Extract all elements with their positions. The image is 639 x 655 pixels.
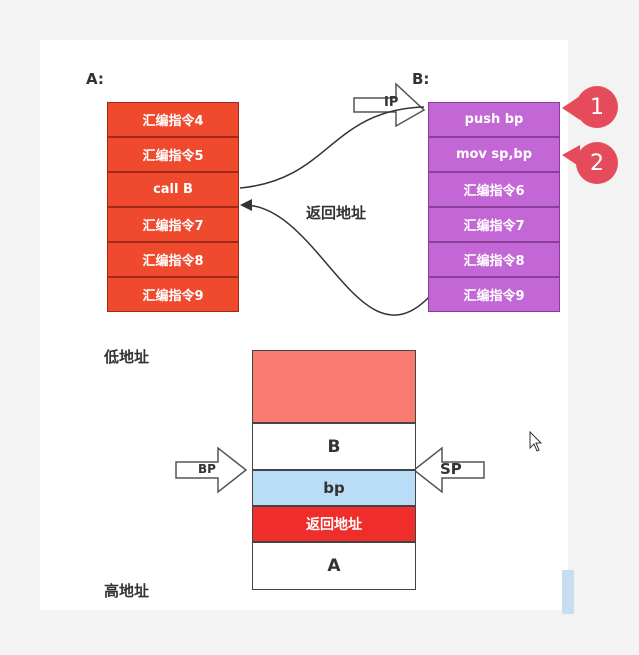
list-a-item-4: 汇编指令7 (107, 207, 239, 242)
bp-arrow-shape (175, 446, 248, 494)
corner-sliver (562, 570, 574, 614)
badge-2: 2 (576, 142, 618, 184)
high-address-label: 高地址 (104, 582, 150, 600)
badge-1: 1 (576, 86, 618, 128)
sp-arrow-shape (412, 446, 485, 494)
return-curve (243, 204, 431, 316)
stack-cell-return: 返回地址 (252, 506, 416, 542)
list-a-item-5: 汇编指令8 (107, 242, 239, 277)
list-a-item-1: 汇编指令4 (107, 102, 239, 137)
stack-cell-a: A (252, 542, 416, 590)
label-b: B: (412, 70, 430, 88)
bp-pointer-label: BP (198, 462, 216, 476)
return-address-label: 返回地址 (306, 204, 367, 222)
list-b-item-5: 汇编指令8 (428, 242, 560, 277)
stack-cell-top (252, 350, 416, 423)
list-b-item-6: 汇编指令9 (428, 277, 560, 312)
label-a: A: (86, 70, 104, 88)
sp-pointer-label: SP (440, 460, 462, 478)
call-curve (239, 106, 425, 189)
return-arrowhead (240, 199, 252, 211)
list-a-item-2: 汇编指令5 (107, 137, 239, 172)
stack-cell-b: B (252, 423, 416, 470)
list-b-item-3: 汇编指令6 (428, 172, 560, 207)
list-b-item-1: push bp (428, 102, 560, 137)
ip-arrow-shape (353, 82, 426, 128)
list-a-item-3: call B (107, 172, 239, 207)
list-b-item-4: 汇编指令7 (428, 207, 560, 242)
stack-cell-bp: bp (252, 470, 416, 506)
low-address-label: 低地址 (104, 348, 150, 366)
cursor-icon (529, 430, 543, 452)
list-a-item-6: 汇编指令9 (107, 277, 239, 312)
ip-label: IP (384, 95, 399, 110)
list-b-item-2: mov sp,bp (428, 137, 560, 172)
